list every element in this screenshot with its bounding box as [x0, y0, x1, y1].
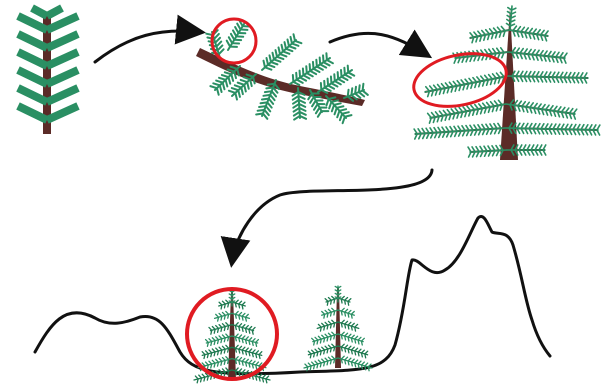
twig-needle — [45, 102, 80, 124]
tree-branch-right — [231, 333, 260, 347]
tree-branch-left — [208, 322, 233, 335]
branch-frond — [317, 64, 356, 95]
tree-branch-left — [316, 319, 339, 332]
tree-branch-right — [231, 310, 251, 322]
twig-needle — [45, 48, 80, 70]
tree-branch-right — [337, 319, 360, 332]
tree-top — [228, 289, 236, 307]
tree-branch-left — [324, 295, 339, 306]
twig-needle — [16, 102, 49, 124]
tree-highlight-ellipse — [412, 52, 508, 108]
tree-branch-right — [231, 322, 256, 335]
branch-frond — [255, 79, 280, 120]
tree-branch-right — [231, 299, 246, 310]
twig-needle — [45, 84, 80, 106]
tree-frond — [508, 25, 549, 42]
tree-branch-left — [204, 333, 233, 347]
tree-branch-left — [307, 343, 339, 359]
branch-frond — [261, 33, 303, 71]
tree-branch-right — [231, 344, 263, 360]
tree-crown — [505, 5, 517, 31]
twig-needle — [16, 66, 49, 88]
tree-branch-right — [337, 295, 352, 306]
twig-icon — [16, 4, 80, 134]
tree-frond — [506, 144, 547, 156]
twig-needle — [45, 66, 80, 88]
twig-needle — [30, 4, 49, 20]
twig-stem — [43, 14, 51, 134]
arrow-tree-to-landscape — [220, 168, 434, 268]
twig-needle — [45, 30, 80, 52]
tree-frond — [424, 71, 509, 98]
tree-top — [334, 285, 342, 303]
tree-frond — [467, 144, 508, 158]
twig-needle — [45, 4, 64, 20]
branch-frond — [343, 82, 369, 102]
branch-frond — [291, 87, 308, 121]
tree-icon — [413, 5, 601, 160]
trunk — [335, 288, 341, 368]
tree-branch-left — [213, 310, 233, 322]
tree-branch-right — [337, 307, 355, 319]
tree-frond — [504, 122, 601, 136]
branch-frond — [225, 19, 251, 51]
tree-branch-right — [337, 355, 373, 372]
landscape-tree — [303, 285, 373, 372]
tree-branch-right — [337, 343, 369, 359]
branch-frond — [307, 89, 330, 118]
twig-needle — [16, 12, 49, 34]
tree-frond — [507, 46, 568, 64]
tree-branch-left — [311, 331, 339, 346]
branch-icon — [196, 19, 369, 125]
tree-frond — [413, 122, 506, 140]
branch-frond — [227, 73, 257, 101]
arrow-branch-to-tree — [328, 29, 433, 59]
branch-highlight-circle — [210, 17, 258, 65]
tree-trunk — [500, 8, 518, 160]
twig-needle — [45, 12, 80, 34]
tree-frond — [505, 99, 578, 120]
tree-branch-right — [337, 331, 365, 346]
tree-branch-left — [218, 299, 233, 310]
arrow-twig-to-branch — [93, 14, 206, 64]
branch-frond — [209, 65, 241, 96]
landscape-trees — [193, 285, 373, 384]
tree-frond — [507, 70, 589, 84]
tree-frond — [469, 25, 510, 44]
branch-frond — [289, 52, 334, 87]
landscape-highlight-circle — [185, 287, 279, 381]
mountain-ridge-line — [33, 215, 552, 376]
tree-frond — [426, 99, 507, 124]
tree-branch-left — [201, 344, 233, 360]
twig-needle — [16, 30, 49, 52]
twig-needle — [16, 48, 49, 70]
tree-branch-left — [321, 307, 339, 319]
tree-branch-left — [303, 355, 339, 372]
branch-frond — [325, 95, 353, 125]
twig-needle — [16, 84, 49, 106]
